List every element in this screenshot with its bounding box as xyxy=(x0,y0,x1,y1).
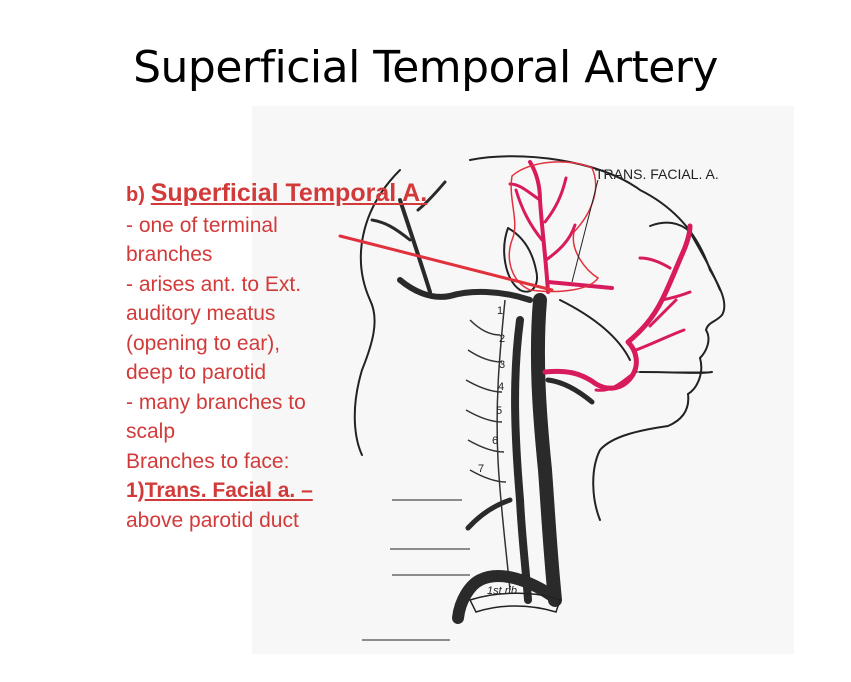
skull-top-outline xyxy=(469,155,711,271)
branch-number: 1) xyxy=(126,479,145,502)
vertebra-number: 2 xyxy=(499,333,505,345)
facial-artery xyxy=(542,223,693,391)
trans-facial-label: TRANS. FACIAL. A. xyxy=(595,166,719,182)
branch-name: Trans. Facial a. – xyxy=(144,479,313,502)
face-profile-outline xyxy=(592,269,726,521)
branch-description: above parotid duct xyxy=(126,508,299,532)
vertebra-number: 3 xyxy=(499,359,505,371)
subclavian-artery xyxy=(452,570,561,624)
cervical-spine xyxy=(496,299,511,591)
notes-line: scalp xyxy=(126,420,176,443)
notes-line: branches xyxy=(126,243,213,266)
notes-lead-label: b) xyxy=(126,184,145,206)
vertebra-number: 5 xyxy=(496,405,502,417)
notes-line: (opening to ear), xyxy=(126,331,281,355)
rib-label: 1st rib xyxy=(487,585,517,597)
nose-outline xyxy=(689,231,721,291)
notes-line: - arises ant. to Ext. xyxy=(126,272,302,296)
vertebra-number: 1 xyxy=(497,305,503,317)
back-of-head-outline xyxy=(353,169,401,456)
trans-facial-leader-line xyxy=(571,179,599,283)
vertebra-number: 6 xyxy=(492,435,498,447)
heading-pointer-line xyxy=(338,234,554,292)
notes-line: auditory meatus xyxy=(126,302,276,325)
notes-heading-line: b) Superficial Temporal A. xyxy=(126,178,427,211)
branch-heading: 1)Trans. Facial a. – xyxy=(126,476,366,506)
slide-title: Superficial Temporal Artery xyxy=(133,42,718,93)
notes-line: deep to parotid xyxy=(126,361,267,384)
jaw-outline xyxy=(559,299,631,361)
common-carotid-artery xyxy=(530,293,562,607)
notes-line: - many branches to xyxy=(126,390,306,414)
ear-outline xyxy=(503,227,538,293)
first-rib-outline xyxy=(468,592,561,613)
transverse-facial-artery xyxy=(546,280,614,290)
vertebral-artery xyxy=(511,316,532,604)
superficial-temporal-highlight-outline xyxy=(508,161,600,293)
posterior-auricular-branch xyxy=(398,198,432,294)
occipital-artery xyxy=(397,277,533,303)
annotation-notes: b) Superficial Temporal A. - one of term… xyxy=(126,178,427,535)
notes-heading: Superficial Temporal A. xyxy=(150,179,428,207)
notes-line: - one of terminal xyxy=(126,213,278,237)
vertebra-number: 4 xyxy=(498,381,504,393)
notes-line: Branches to face: xyxy=(126,449,290,473)
vertebra-number: 7 xyxy=(478,463,484,475)
